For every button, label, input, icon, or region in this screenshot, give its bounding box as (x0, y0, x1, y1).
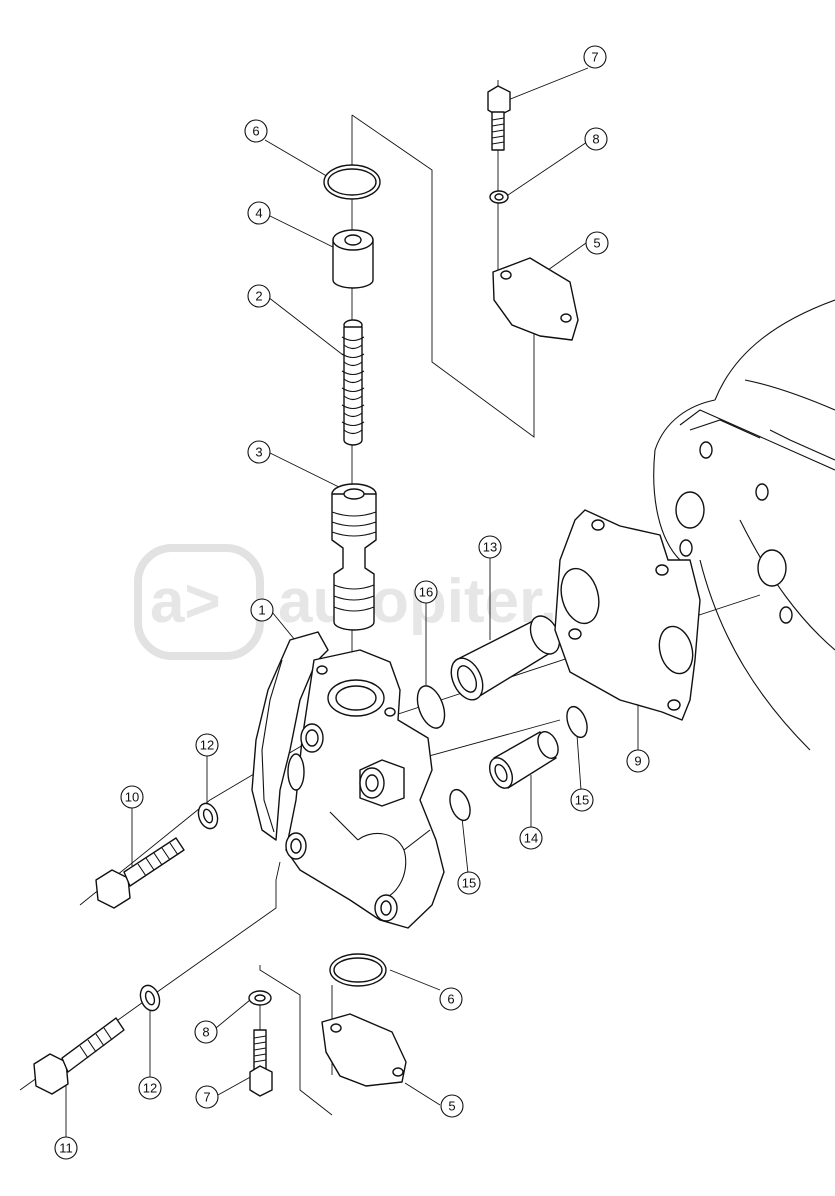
bolt-7-top (487, 85, 511, 151)
callout-10: 10 (120, 785, 144, 809)
callout-10-label: 10 (125, 790, 139, 805)
callout-1-label: 1 (258, 603, 265, 618)
callout-5-bottom-label: 5 (448, 1099, 455, 1114)
callout-3: 3 (247, 440, 271, 464)
callout-3-label: 3 (255, 445, 262, 460)
callout-7-bottom-label: 7 (203, 1090, 210, 1105)
callout-12-upper-label: 12 (200, 738, 214, 753)
callout-6-bottom-label: 6 (447, 992, 454, 1007)
callout-6-bottom: 6 (439, 987, 463, 1011)
washer-8-top (489, 190, 509, 204)
callout-9: 9 (626, 749, 650, 773)
valve-cap (332, 229, 374, 289)
callout-8-bottom: 8 (194, 1020, 218, 1044)
o-ring-16 (416, 685, 446, 729)
callout-9-label: 9 (634, 754, 641, 769)
callout-12-lower-label: 12 (143, 1081, 157, 1096)
callout-5-top: 5 (585, 231, 609, 255)
o-ring-15-a (566, 705, 588, 739)
callout-6-top-label: 6 (252, 124, 259, 139)
sleeve-13 (450, 615, 561, 701)
callout-8-top-label: 8 (592, 132, 599, 147)
callout-4: 4 (247, 201, 271, 225)
o-ring-top (323, 164, 381, 200)
callout-11-label: 11 (59, 1141, 73, 1156)
callout-6-top: 6 (244, 119, 268, 143)
washer-8-bottom (248, 990, 272, 1006)
callout-7-top: 7 (583, 45, 607, 69)
callout-16: 16 (414, 580, 438, 604)
spring (341, 319, 365, 446)
callout-8-top: 8 (584, 127, 608, 151)
callout-15-right: 15 (570, 788, 594, 812)
washer-12-upper (197, 802, 219, 830)
callout-1: 1 (250, 598, 274, 622)
transmission-housing (653, 299, 835, 751)
valve-spool (331, 483, 377, 631)
callouts: 7 8 5 6 4 2 3 1 13 16 9 14 15 15 10 12 6… (54, 45, 650, 1160)
callout-5-bottom: 5 (440, 1094, 464, 1118)
washer-12-lower (139, 984, 161, 1012)
sleeve-14 (488, 731, 559, 789)
o-ring-bottom (329, 953, 387, 987)
cover-5-bottom (321, 1013, 407, 1087)
bolt-10 (95, 837, 185, 909)
callout-14-label: 14 (524, 831, 538, 846)
callout-15-left: 15 (457, 871, 481, 895)
callout-15-left-label: 15 (462, 876, 476, 891)
gasket-9 (554, 509, 701, 721)
callout-16-label: 16 (419, 585, 433, 600)
callout-13-label: 13 (483, 540, 497, 555)
callout-13: 13 (478, 535, 502, 559)
callout-15-right-label: 15 (575, 793, 589, 808)
bolt-11 (33, 1017, 125, 1095)
callout-12-upper: 12 (195, 733, 219, 757)
callout-2-label: 2 (255, 289, 262, 304)
callout-7-bottom: 7 (195, 1085, 219, 1109)
watermark-logo-mark: a> (150, 567, 221, 636)
callout-14: 14 (519, 826, 543, 850)
o-ring-15-b (449, 788, 471, 822)
bolt-7-bottom (249, 1029, 273, 1097)
callout-2: 2 (247, 284, 271, 308)
callout-11: 11 (54, 1136, 78, 1160)
callout-12-lower: 12 (138, 1076, 162, 1100)
valve-body (251, 631, 445, 929)
callout-4-label: 4 (255, 206, 262, 221)
callout-7-top-label: 7 (591, 50, 598, 65)
callout-5-top-label: 5 (593, 236, 600, 251)
cover-5-top (492, 257, 579, 341)
callout-8-bottom-label: 8 (202, 1025, 209, 1040)
